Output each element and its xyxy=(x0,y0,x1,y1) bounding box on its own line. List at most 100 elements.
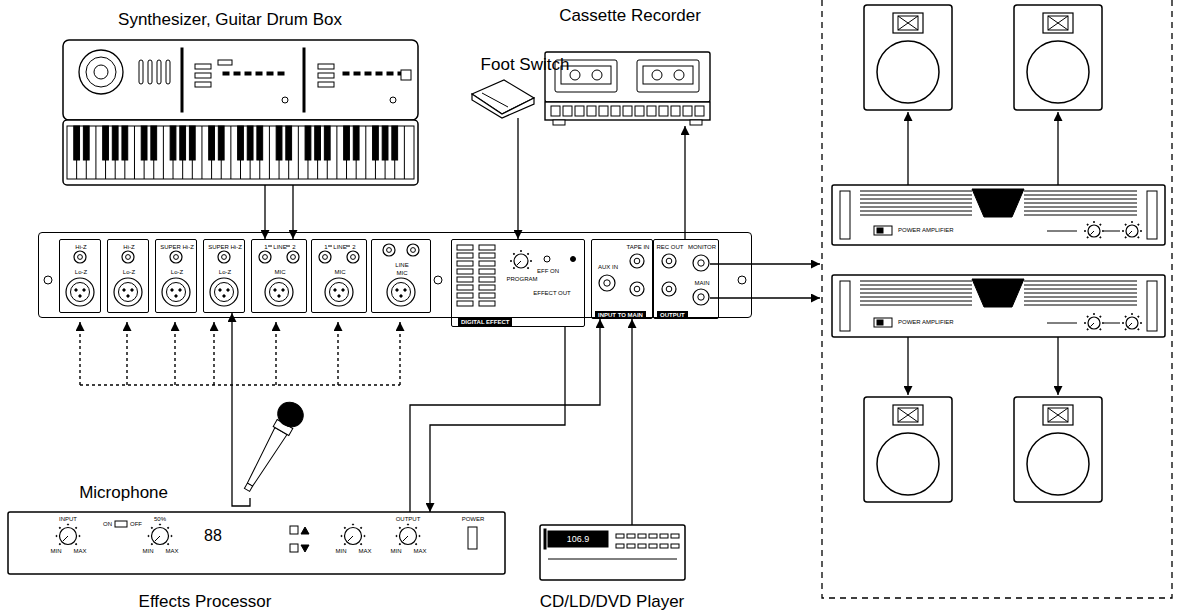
shape xyxy=(1024,285,1137,286)
shape xyxy=(520,250,521,251)
xlr-jack xyxy=(210,278,238,306)
jack xyxy=(698,260,704,266)
panel-label: SUPER Hi-Z xyxy=(208,244,242,250)
shape xyxy=(649,544,657,548)
shape xyxy=(1140,230,1141,231)
shape xyxy=(247,126,253,160)
shape xyxy=(551,106,560,116)
panel-label: MAIN xyxy=(695,280,710,286)
panel-label: MIC xyxy=(275,269,286,275)
shape xyxy=(267,72,273,75)
jack xyxy=(259,251,271,263)
shape xyxy=(623,106,632,116)
shape xyxy=(399,544,400,545)
shape xyxy=(63,536,68,541)
shape xyxy=(201,126,202,179)
shape xyxy=(860,305,972,306)
panel-label: MIN xyxy=(336,548,347,554)
shape xyxy=(141,126,147,160)
jack xyxy=(291,255,296,260)
shape xyxy=(1128,323,1132,327)
channel-strip: SUPER Hi-ZLo-Z xyxy=(155,239,197,313)
shape xyxy=(163,126,164,179)
device-label: Cassette Recorder xyxy=(559,7,701,24)
shape xyxy=(860,211,972,212)
shape xyxy=(151,126,157,160)
jack xyxy=(630,282,644,296)
shape xyxy=(342,289,344,291)
effect-section: PROGRAMEFF ONEFFECT OUTDIGITAL EFFECT xyxy=(451,239,585,327)
shape xyxy=(690,120,702,125)
pedal xyxy=(472,94,534,118)
shape xyxy=(318,73,334,78)
shape xyxy=(305,126,311,160)
synthesizer: Synthesizer, Guitar Drum Box xyxy=(63,40,418,185)
panel-label: 50% xyxy=(154,516,166,522)
shape xyxy=(592,70,602,80)
panel-label: LINE xyxy=(273,244,286,250)
shape xyxy=(219,289,221,291)
xlr-jack xyxy=(114,278,142,306)
shape xyxy=(1100,329,1101,330)
shape xyxy=(660,544,668,548)
jack xyxy=(347,251,359,263)
jack xyxy=(263,255,268,260)
panel-label: MIN xyxy=(143,548,154,554)
shape xyxy=(638,534,646,538)
shape xyxy=(298,126,299,179)
knob xyxy=(400,528,417,545)
shape xyxy=(223,295,225,297)
shape xyxy=(353,126,359,160)
shape xyxy=(303,48,305,112)
shape xyxy=(83,289,85,291)
shape xyxy=(1090,231,1094,235)
shape xyxy=(344,544,345,545)
shape xyxy=(334,289,336,291)
shape xyxy=(148,60,152,84)
shape xyxy=(1024,203,1137,204)
shape xyxy=(457,301,473,306)
shape xyxy=(1100,316,1101,317)
shape xyxy=(1131,221,1132,222)
shape xyxy=(404,289,406,291)
shape xyxy=(352,524,353,525)
panel-label: 2 xyxy=(352,244,355,250)
microphone: Microphone xyxy=(238,398,310,498)
shape xyxy=(59,527,60,528)
xlr-jack xyxy=(387,278,415,306)
panel-label: OUTPUT xyxy=(396,516,421,522)
shape xyxy=(611,106,620,116)
shape xyxy=(638,544,646,548)
shape xyxy=(171,289,173,291)
signal-line xyxy=(684,126,685,239)
shape xyxy=(1024,293,1137,294)
shape xyxy=(1093,221,1094,222)
output-section: REC OUTMONITORMAINOUTPUT xyxy=(653,239,719,319)
jack xyxy=(218,251,230,263)
shape xyxy=(103,126,109,160)
shape xyxy=(860,207,972,208)
shape xyxy=(365,72,371,75)
amp-to-speaker-arrows xyxy=(710,112,1058,395)
panel-label: MIC xyxy=(397,270,408,276)
xlr-jack xyxy=(270,283,289,302)
panel-label: MAX xyxy=(73,548,86,554)
shape xyxy=(468,527,477,549)
shape xyxy=(544,256,550,262)
shape xyxy=(674,70,684,80)
shape xyxy=(1024,281,1137,282)
shape xyxy=(1024,301,1137,302)
mixer-panel: Hi-ZLo-ZHi-ZLo-ZSUPER Hi-ZLo-ZSUPER Hi-Z… xyxy=(38,232,752,318)
jack xyxy=(222,255,227,260)
shape xyxy=(563,106,572,116)
effects-processor: INPUTMINMAXONOFF50%MINMAX88MINMAXOUTPUTM… xyxy=(8,512,505,574)
shape xyxy=(627,544,635,548)
cassette-deck xyxy=(545,52,710,102)
shape xyxy=(155,536,160,541)
xlr-jack xyxy=(215,283,234,302)
shape xyxy=(1024,199,1137,200)
speaker-symbol xyxy=(864,397,952,502)
panel-label: MAX xyxy=(165,548,178,554)
shape xyxy=(151,527,152,528)
shape xyxy=(513,253,514,254)
